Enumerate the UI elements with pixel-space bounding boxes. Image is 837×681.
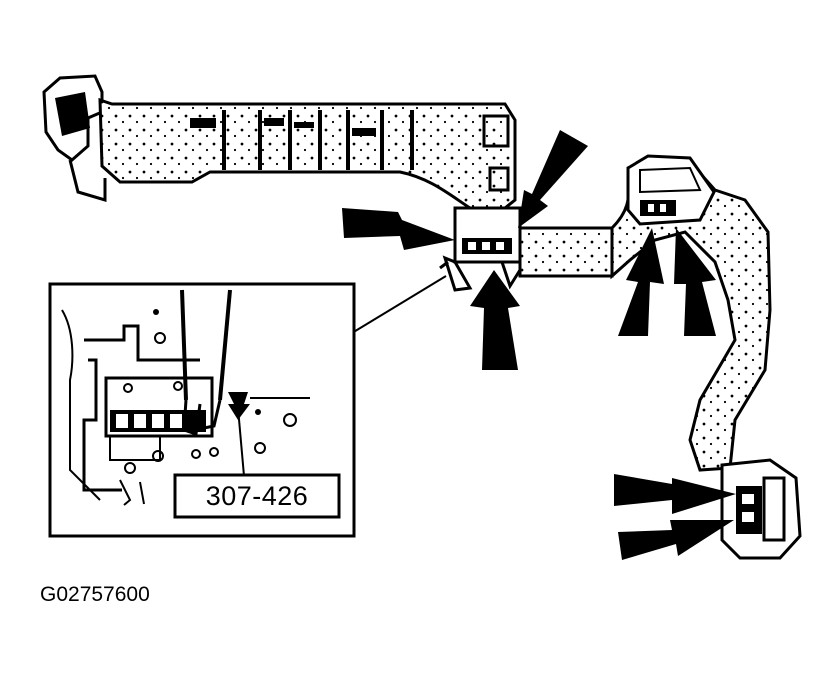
pointer-arrow-icon: [470, 270, 520, 370]
pointer-arrow-icon: [618, 520, 734, 560]
pointer-arrow-icon: [342, 208, 455, 250]
tool-icon: [180, 289, 232, 436]
pointer-arrows: [342, 130, 736, 560]
tool-number-label: 307-426: [205, 480, 309, 511]
lead-frame: [42, 74, 522, 292]
pointer-arrow-icon: [674, 228, 716, 336]
figure-id: G02757600: [40, 583, 150, 606]
harness-ribbon: [518, 154, 802, 560]
tool-number-box: [173, 473, 341, 519]
pointer-arrow-icon: [518, 130, 588, 228]
detail-inset: [48, 282, 356, 538]
pointer-arrow-icon: [228, 392, 250, 420]
pointer-arrow-icon: [614, 474, 736, 514]
leader-line: [351, 275, 447, 334]
pointer-arrow-icon: [618, 228, 664, 336]
